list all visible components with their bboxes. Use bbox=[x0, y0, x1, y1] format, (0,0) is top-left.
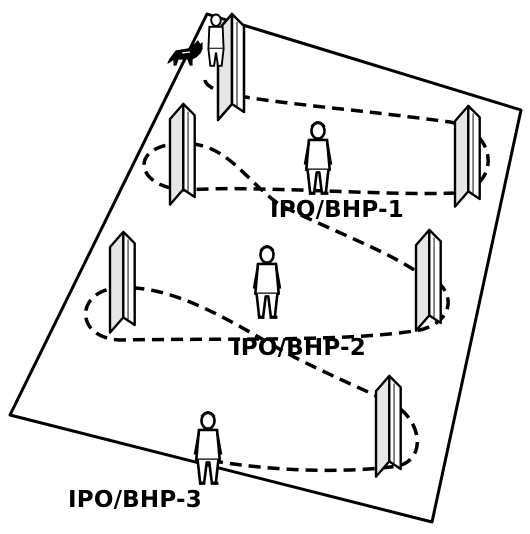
route-path-1 bbox=[142, 79, 490, 276]
hiding-blind-icon bbox=[168, 102, 196, 206]
route-label-1: IPO/BHP-1 bbox=[270, 197, 404, 223]
route-label-3: IPO/BHP-3 bbox=[68, 487, 202, 513]
route-path-2 bbox=[83, 272, 450, 402]
hiding-blind-icon bbox=[414, 228, 442, 332]
dog-icon bbox=[167, 40, 203, 66]
hiding-blind-icon bbox=[374, 374, 402, 478]
hiding-blind-icon bbox=[453, 104, 481, 208]
hiding-blind-icon bbox=[108, 230, 136, 334]
route-label-2: IPO/BHP-2 bbox=[232, 335, 366, 361]
handler-person-icon bbox=[207, 13, 225, 67]
